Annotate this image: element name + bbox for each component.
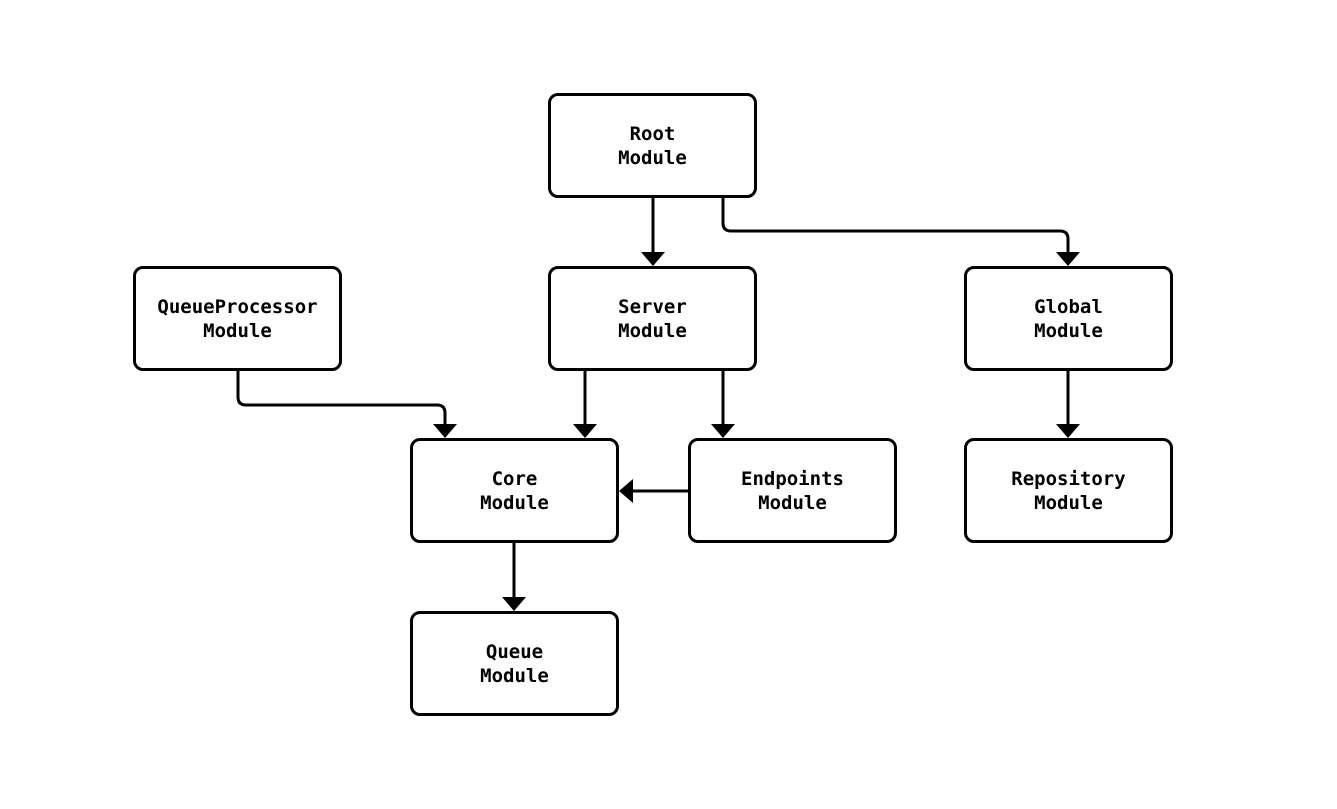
node-label-queueprocessor: QueueProcessor Module [157, 295, 318, 342]
node-label-endpoints: Endpoints Module [741, 467, 844, 514]
edge-root-global [721, 198, 1070, 254]
node-label-repository: Repository Module [1011, 467, 1126, 514]
node-label-queue: Queue Module [480, 640, 549, 687]
arrowhead-core-queue [502, 597, 526, 611]
node-server-module: Server Module [548, 266, 757, 371]
node-queueprocessor-module: QueueProcessor Module [133, 266, 342, 371]
arrowhead-queueprocessor-core [433, 424, 457, 438]
arrowhead-global-repository [1056, 424, 1080, 438]
arrowhead-server-endpoints [711, 424, 735, 438]
node-endpoints-module: Endpoints Module [688, 438, 897, 543]
node-global-module: Global Module [964, 266, 1173, 371]
node-label-root: Root Module [618, 122, 687, 169]
node-label-server: Server Module [618, 295, 687, 342]
arrowhead-root-global [1056, 252, 1080, 266]
arrowhead-endpoints-core [619, 479, 633, 503]
node-queue-module: Queue Module [410, 611, 619, 716]
edge-queueprocessor-core [236, 371, 447, 426]
node-label-global: Global Module [1034, 295, 1103, 342]
arrowhead-root-server [641, 252, 665, 266]
node-label-core: Core Module [480, 467, 549, 514]
node-root-module: Root Module [548, 93, 757, 198]
arrowhead-server-core [573, 424, 597, 438]
node-core-module: Core Module [410, 438, 619, 543]
node-repository-module: Repository Module [964, 438, 1173, 543]
